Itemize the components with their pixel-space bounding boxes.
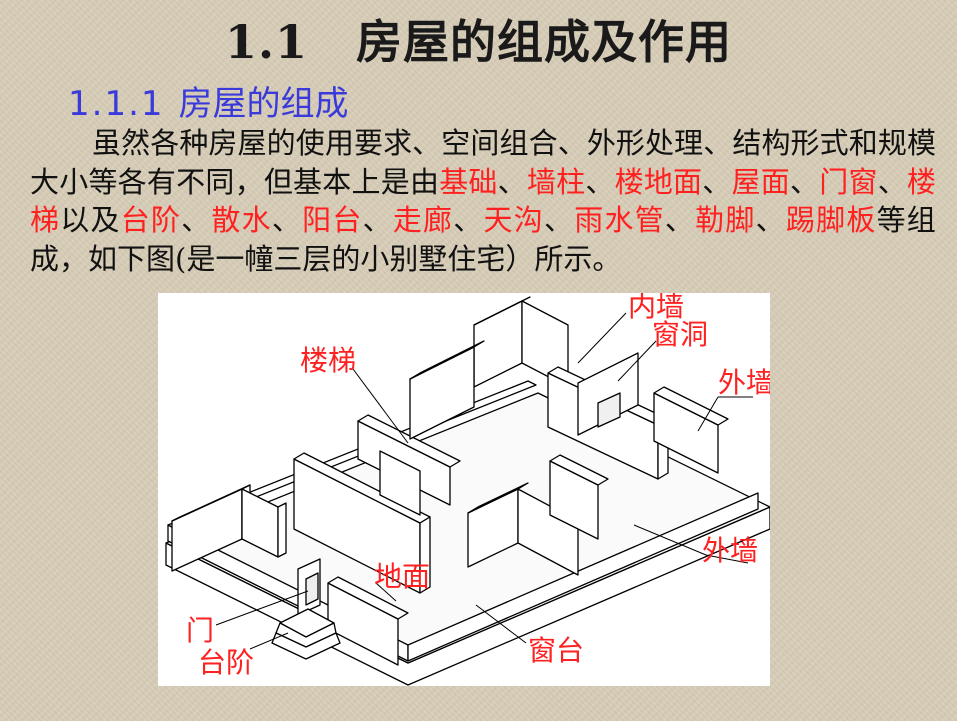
section-heading: 1.1.1 房屋的组成 (68, 76, 349, 125)
house-isometric-figure: 内墙 窗洞 楼梯 外墙 外墙 地面 门 台阶 窗台 (158, 293, 770, 686)
term-wall-column: 墙柱 (526, 164, 586, 199)
leader-stairs (352, 368, 409, 444)
label-steps: 台阶 (198, 646, 255, 679)
term-balcony: 阳台 (302, 203, 363, 237)
term-corridor: 走廊 (392, 203, 454, 237)
section-title: 房屋的组成 (178, 84, 349, 124)
section-number: 1.1.1 (68, 84, 165, 124)
leader-windowsill (475, 604, 527, 644)
para-text: 等组成，如下图(是一幢三层的小别墅住宅）所示。 (30, 203, 936, 276)
title-number: 1.1 (224, 15, 309, 69)
wall-side (419, 516, 431, 594)
para-text: 、 (497, 164, 527, 199)
leader-steps (249, 632, 289, 650)
para-text: 、 (362, 203, 393, 237)
label-stairs: 楼梯 (300, 344, 357, 377)
wall-cap (327, 576, 409, 620)
para-text: 、 (543, 203, 575, 237)
para-text: 虽然各种房屋的使用要求、空间组合、外形处理、结构形式和规模大小等各有不同，但基本… (30, 126, 936, 199)
term-floor: 楼地面 (614, 164, 703, 199)
term-stairs: 楼梯 (30, 164, 936, 238)
term-door-window: 门窗 (819, 164, 878, 199)
leader-outer-wall-right-h (705, 554, 749, 564)
upper-room-wall (473, 300, 523, 388)
body-paragraph: 虽然各种房屋的使用要求、空间组合、外形处理、结构形式和规模大小等各有不同，但基本… (30, 124, 936, 278)
para-text: 、 (877, 164, 907, 199)
label-door: 门 (186, 614, 215, 647)
window-opening (597, 392, 621, 428)
term-roof: 屋面 (731, 164, 790, 199)
para-text: 、 (702, 164, 732, 199)
wall-side (277, 502, 287, 558)
leader-inner-wall (577, 312, 627, 364)
wall-cap (653, 386, 729, 426)
label-outer-wall-top: 外墙 (718, 366, 770, 399)
label-window-opening: 窗洞 (652, 318, 709, 351)
wall-cap (549, 454, 609, 486)
leader-floor (375, 582, 397, 602)
term-steps: 台阶 (120, 203, 182, 237)
para-text: 、 (271, 203, 303, 237)
term-apron: 散水 (211, 203, 272, 237)
label-floor: 地面 (374, 560, 431, 593)
label-outer-wall-right: 外墙 (702, 534, 759, 567)
door-opening (305, 572, 319, 606)
term-downpipe: 雨水管 (574, 203, 665, 237)
wall-cap (409, 340, 485, 380)
leader-window-opening (617, 340, 657, 382)
para-text: 、 (585, 164, 615, 199)
wall-cap (357, 414, 461, 468)
para-text: 、 (453, 203, 484, 237)
stair-flight (379, 450, 421, 516)
para-text: 、 (755, 203, 786, 237)
term-foundation: 基础 (439, 164, 498, 199)
term-plinth: 勒脚 (695, 203, 756, 237)
wall-cap (473, 296, 531, 326)
leader-outer-wall-top (697, 396, 719, 432)
term-skirting: 踢脚板 (785, 203, 877, 237)
leader-door (215, 590, 309, 626)
page-title: 1.1 房屋的组成及作用 (0, 6, 957, 72)
para-text: 、 (789, 164, 820, 199)
para-text: 、 (181, 203, 212, 237)
house-drawing (165, 296, 770, 686)
para-text: 以及 (60, 203, 121, 237)
wall-cap (467, 482, 529, 514)
step-3 (271, 632, 341, 660)
window-wall (577, 352, 639, 436)
label-windowsill: 窗台 (528, 634, 585, 667)
title-text: 房屋的组成及作用 (356, 15, 733, 69)
para-text: 、 (664, 203, 696, 237)
label-inner-wall: 内墙 (628, 293, 685, 323)
term-gutter: 天沟 (483, 203, 544, 237)
leader-outer-wall-right (633, 524, 707, 556)
front-wall-right (407, 492, 759, 662)
